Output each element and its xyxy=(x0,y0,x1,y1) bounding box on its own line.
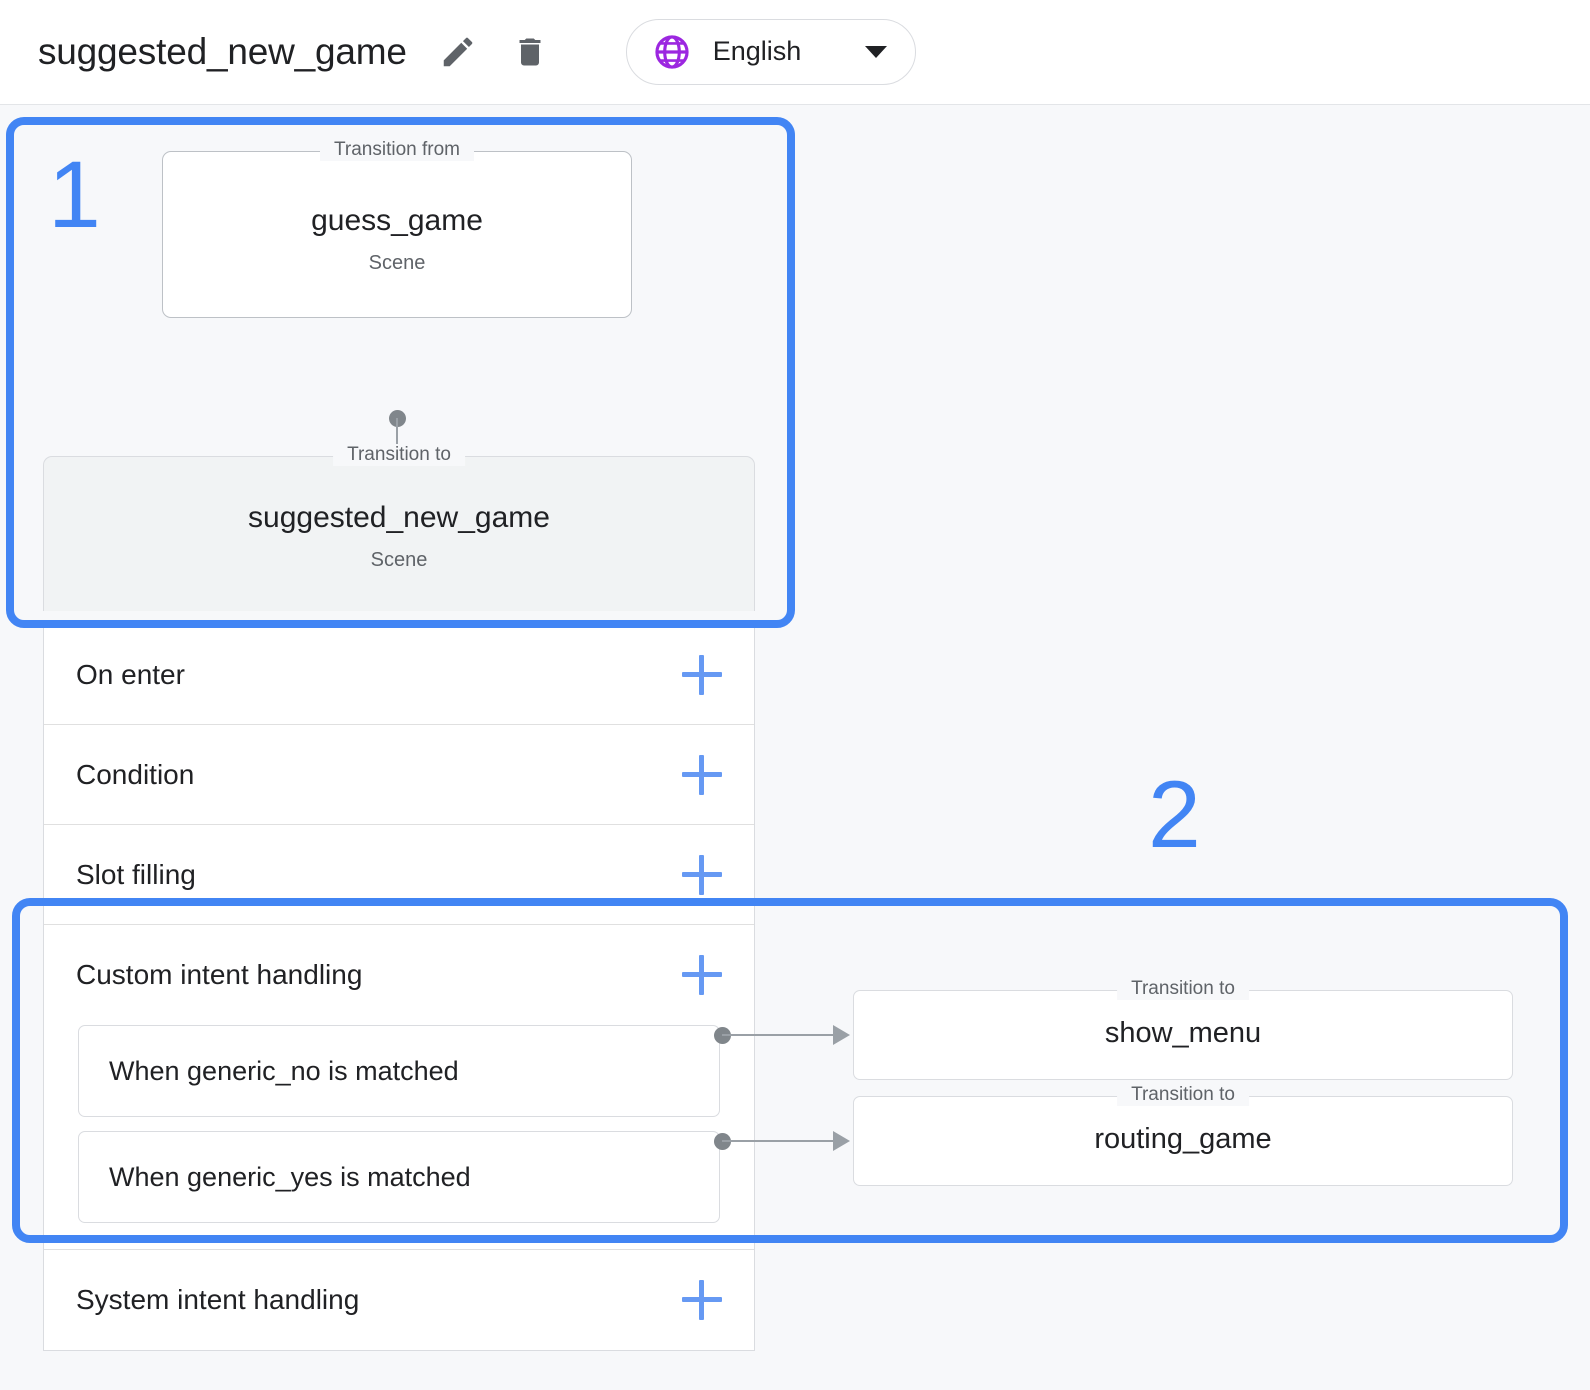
transition-from-title: guess_game xyxy=(311,204,483,237)
scene-header: suggested_new_game xyxy=(0,0,1590,105)
list-item-intent-generic-yes[interactable]: When generic_yes is matched xyxy=(78,1131,720,1223)
transition-from-node[interactable]: Transition from guess_game Scene xyxy=(162,139,632,318)
header-inner: suggested_new_game xyxy=(0,0,1590,103)
chevron-down-icon[interactable] xyxy=(817,45,887,58)
language-label: English xyxy=(712,36,802,66)
add-slot-filling-button[interactable] xyxy=(682,854,722,895)
page-title: suggested_new_game xyxy=(38,30,407,72)
section-label-slot-filling: Slot filling xyxy=(76,858,196,890)
edge-line-generic-no xyxy=(722,1034,835,1036)
transition-from-legend: Transition from xyxy=(320,139,474,161)
edge-arrowhead-generic-no xyxy=(833,1025,850,1045)
section-label-on-enter: On enter xyxy=(76,658,185,690)
globe-icon xyxy=(653,33,691,71)
edge-line-generic-yes xyxy=(722,1140,835,1142)
transition-to-selected-subtitle: Scene xyxy=(370,549,428,571)
add-system-intent-button[interactable] xyxy=(682,1280,722,1320)
transition-to-selected-legend: Transition to xyxy=(333,444,465,466)
section-row-on-enter[interactable]: On enter xyxy=(44,625,754,725)
delete-scene-button[interactable] xyxy=(509,31,551,73)
section-label-condition: Condition xyxy=(76,758,195,790)
intent-label-generic-no: When generic_no is matched xyxy=(109,1055,459,1086)
trash-icon xyxy=(512,34,548,70)
edge-arrowhead-generic-yes xyxy=(833,1131,850,1151)
section-row-custom-intent-handling[interactable]: Custom intent handling xyxy=(44,925,754,1025)
transition-to-show-menu-title: show_menu xyxy=(1104,1017,1262,1049)
scene-sections-card: On enter Condition Slot filling Custom i… xyxy=(43,625,755,1351)
section-label-custom-intent-handling: Custom intent handling xyxy=(76,959,363,990)
section-row-condition[interactable]: Condition xyxy=(44,725,754,825)
section-row-system-intent-handling[interactable]: System intent handling xyxy=(44,1250,754,1350)
annotation-number-2: 2 xyxy=(1148,762,1201,868)
transition-to-show-menu-legend: Transition to xyxy=(1117,978,1249,1000)
annotation-number-1: 1 xyxy=(48,142,101,248)
section-row-slot-filling[interactable]: Slot filling xyxy=(44,825,754,925)
add-on-enter-button[interactable] xyxy=(682,654,722,695)
add-condition-button[interactable] xyxy=(682,754,722,795)
edit-scene-button[interactable] xyxy=(437,31,479,73)
pencil-icon xyxy=(439,33,477,71)
intent-label-generic-yes: When generic_yes is matched xyxy=(109,1161,471,1192)
transition-to-selected-title: suggested_new_game xyxy=(248,501,550,534)
language-selector[interactable]: English xyxy=(625,18,916,85)
scene-canvas: 1 2 Transition from guess_game Scene Tra… xyxy=(0,105,1590,1390)
transition-to-routing-game-legend: Transition to xyxy=(1117,1084,1249,1106)
transition-to-routing-game-title: routing_game xyxy=(1094,1123,1272,1155)
add-custom-intent-button[interactable] xyxy=(682,955,722,995)
transition-from-subtitle: Scene xyxy=(368,252,426,274)
transition-to-show-menu-node[interactable]: Transition to show_menu xyxy=(853,978,1513,1080)
transition-to-selected-node[interactable]: Transition to suggested_new_game Scene xyxy=(43,444,755,611)
list-item-intent-generic-no[interactable]: When generic_no is matched xyxy=(78,1025,720,1117)
transition-to-routing-game-node[interactable]: Transition to routing_game xyxy=(853,1084,1513,1186)
section-custom-intent-handling: Custom intent handling When generic_no i… xyxy=(44,925,754,1250)
section-label-system-intent-handling: System intent handling xyxy=(76,1284,360,1315)
